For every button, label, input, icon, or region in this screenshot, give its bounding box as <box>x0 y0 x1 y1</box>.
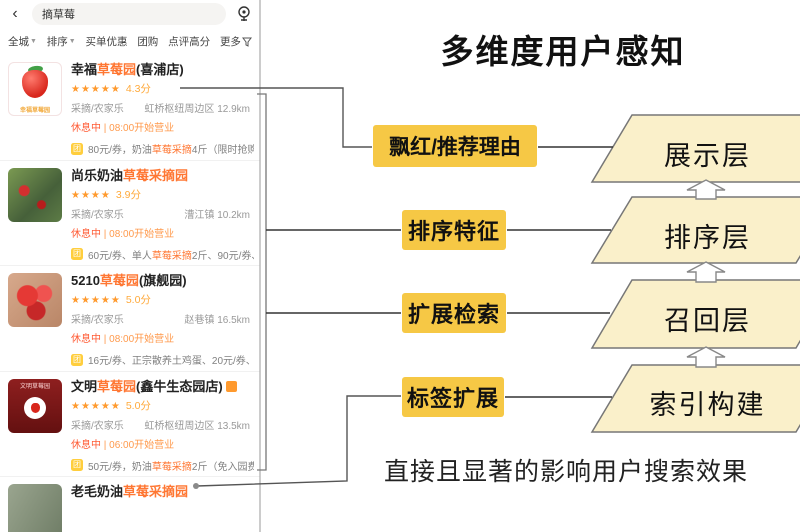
listing-rating: ★★★★★5.0分 <box>71 294 151 306</box>
annotation-box-highlight-reason: 飘红/推荐理由 <box>373 125 537 167</box>
listing-thumbnail <box>8 167 62 222</box>
filter-city[interactable]: 全城▼ <box>8 36 37 48</box>
listing-coupon[interactable]: 团16元/券、正宗散养土鸡蛋、20元/券、有… <box>71 353 254 367</box>
annotation-box-expanded-retrieval: 扩展检索 <box>402 293 506 333</box>
search-query: 摘草莓 <box>42 9 75 21</box>
listing-title: 尚乐奶油草莓采摘园 <box>71 167 189 183</box>
display-layer-label: 展示层 <box>664 141 751 171</box>
listing-thumbnail <box>8 273 62 327</box>
back-icon[interactable]: ‹ <box>12 5 18 22</box>
chevron-down-icon: ▼ <box>68 38 76 45</box>
thumbnail-caption: 幸福草莓园 <box>19 108 50 114</box>
listing-title: 文明草莓园(鑫牛生态园店) <box>71 379 254 395</box>
search-input[interactable]: 摘草莓 <box>32 3 226 25</box>
listing-card[interactable]: 尚乐奶油草莓采摘园 ★★★★3.9分 采摘/农家乐 漕江镇 10.2km 休息中 … <box>0 161 260 266</box>
index-layer-label: 索引构建 <box>649 390 766 420</box>
listing-thumbnail: 幸福草莓园 <box>8 62 62 116</box>
listing-card[interactable]: 文明草莓园 文明草莓园(鑫牛生态园店) ★★★★★5.0分 采摘/农家乐 虹桥枢纽… <box>0 372 260 477</box>
listing-rating: ★★★★3.9分 <box>71 188 141 201</box>
listing-status: 休息中 | 08:00开始营业 <box>71 334 175 345</box>
coupon-icon: 团 <box>71 248 83 260</box>
listing-distance: 赵巷镇 16.5km <box>184 315 250 326</box>
filter-groupbuy[interactable]: 团购 <box>137 36 159 48</box>
filter-sort[interactable]: 排序▼ <box>46 36 76 48</box>
annotation-box-tag-expansion: 标签扩展 <box>402 377 504 417</box>
up-arrow-icon <box>686 346 726 368</box>
listing-title: 老毛奶油草莓采摘园 <box>71 484 189 499</box>
listing-thumbnail <box>8 484 62 532</box>
filter-bar: 全城▼ 排序▼ 买单优惠 团购 点评高分 更多 <box>0 28 260 55</box>
filter-funnel-icon <box>241 37 252 47</box>
listing-title: 幸福草莓园(喜浦店) <box>71 62 184 77</box>
coupon-icon: 团 <box>71 459 83 471</box>
recall-layer-label: 召回层 <box>664 306 751 336</box>
listing-coupon[interactable]: 团80元/券，奶油草莓采摘4斤（限时抢购）… <box>71 142 254 156</box>
listing-category: 采摘/农家乐 <box>71 209 124 221</box>
listing-status: 休息中 | 08:00开始营业 <box>71 228 175 240</box>
listing-card[interactable]: 老毛奶油草莓采摘园 <box>0 477 260 532</box>
diagram-title: 多维度用户感知 <box>440 33 686 70</box>
listing-thumbnail: 文明草莓园 <box>8 378 62 433</box>
listing-title: 5210草莓园(旗舰园) <box>71 273 187 288</box>
filter-high-rating[interactable]: 点评高分 <box>168 36 211 48</box>
up-arrow-icon <box>686 261 726 283</box>
listing-category: 采摘/农家乐 <box>71 420 124 432</box>
listing-distance: 虹桥枢纽周边区 12.9km <box>144 104 250 115</box>
map-pin-icon[interactable] <box>234 4 254 24</box>
strawberry-logo-icon <box>22 70 48 98</box>
listing-status: 休息中 | 08:00开始营业 <box>71 123 175 134</box>
thumbnail-caption: 文明草莓园 <box>19 383 50 390</box>
ranking-layer-label: 排序层 <box>664 223 751 253</box>
listing-coupon[interactable]: 团50元/券，奶油草莓采摘2斤（免入园费）… <box>71 459 254 473</box>
listing-status: 休息中 | 06:00开始营业 <box>71 439 175 451</box>
coupon-icon: 团 <box>71 142 83 155</box>
listing-distance: 虹桥枢纽周边区 13.5km <box>144 420 250 432</box>
strawberry-logo-icon <box>31 402 40 413</box>
diagram-footer-note: 直接且显著的影响用户搜索效果 <box>384 458 749 486</box>
up-arrow-icon <box>686 179 726 200</box>
listing-rating: ★★★★★5.0分 <box>71 399 151 412</box>
listing-rating: ★★★★★4.3分 <box>71 83 151 95</box>
listing-card[interactable]: 5210草莓园(旗舰园) ★★★★★5.0分 采摘/农家乐赵巷镇 16.5km … <box>0 266 260 372</box>
award-badge-icon <box>225 380 237 392</box>
chevron-down-icon: ▼ <box>30 38 37 45</box>
listing-card[interactable]: 幸福草莓园 幸福草莓园(喜浦店) ★★★★★4.3分 采摘/农家乐 虹桥枢纽周边区… <box>0 55 260 161</box>
filter-pay-discount[interactable]: 买单优惠 <box>85 36 128 48</box>
coupon-icon: 团 <box>71 353 83 366</box>
search-results-panel: ‹ 摘草莓 全城▼ 排序▼ 买单优惠 团购 点评高分 更多 <box>0 0 260 532</box>
listing-distance: 漕江镇 10.2km <box>184 209 250 221</box>
listing-category: 采摘/农家乐 <box>71 315 124 326</box>
annotation-box-ranking-features: 排序特征 <box>402 210 506 250</box>
filter-more[interactable]: 更多 <box>220 34 252 49</box>
search-header: ‹ 摘草莓 <box>0 0 260 28</box>
listing-category: 采摘/农家乐 <box>71 104 124 115</box>
listing-coupon[interactable]: 团60元/券、单人草莓采摘2斤、90元/券、亲… <box>71 248 254 262</box>
